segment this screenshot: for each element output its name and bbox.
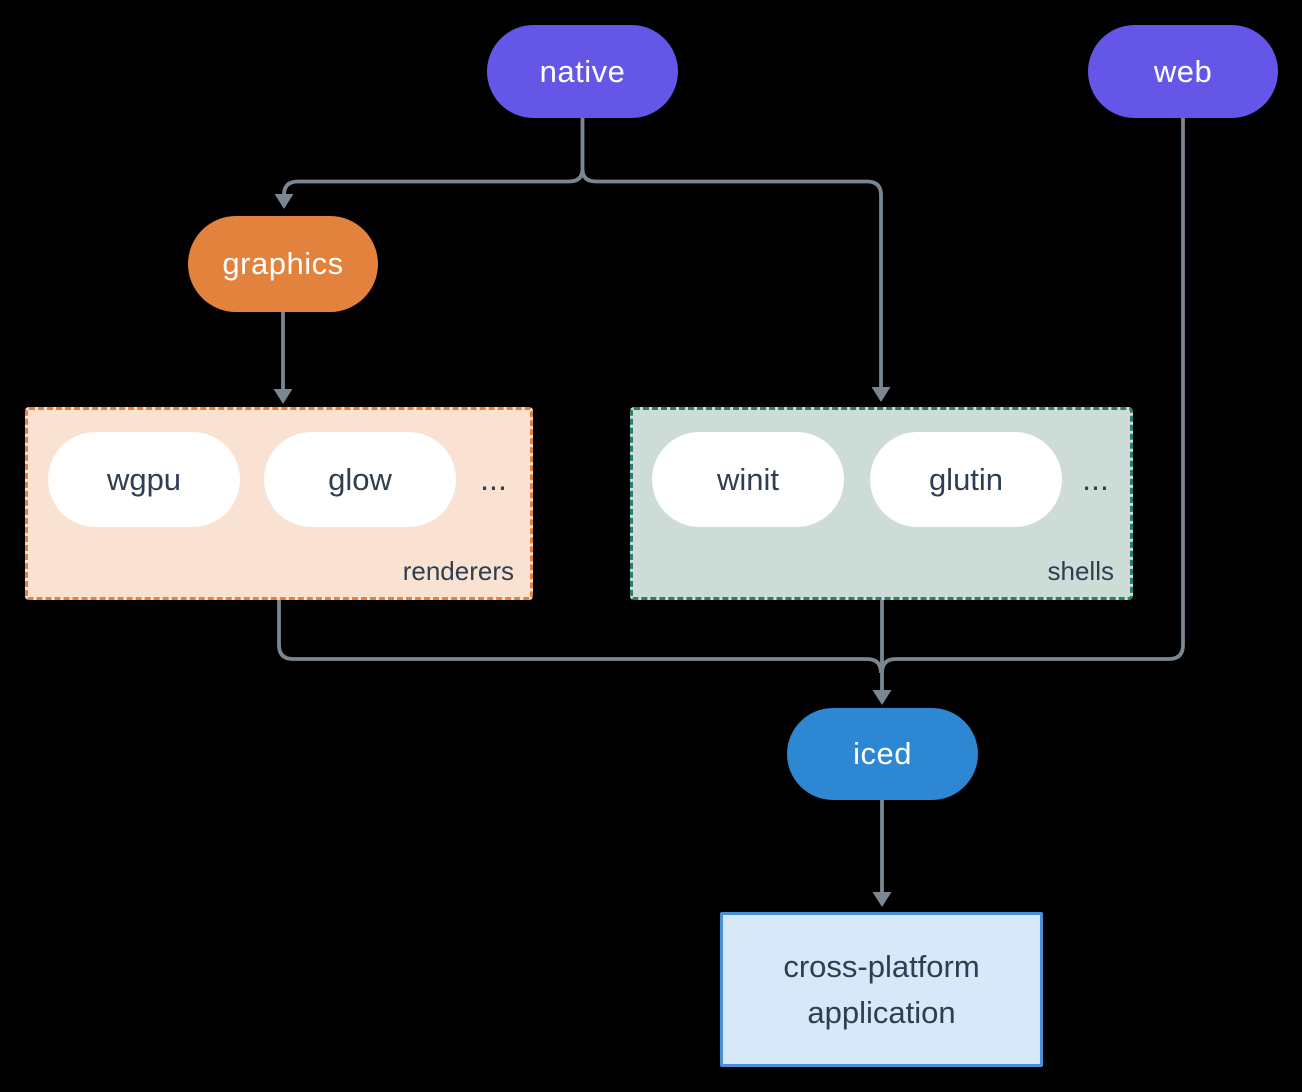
node-graphics: graphics bbox=[188, 216, 378, 312]
node-web: web bbox=[1088, 25, 1278, 118]
shells-group-label: shells bbox=[1047, 556, 1114, 586]
node-cross-platform-application: cross-platform application bbox=[720, 912, 1043, 1067]
renderers-group-label: renderers bbox=[402, 556, 514, 586]
arrowhead-to-shells bbox=[871, 387, 891, 402]
application-label-line1: cross-platform bbox=[783, 948, 980, 984]
arrowhead-to-application bbox=[872, 892, 892, 907]
arrowhead-to-graphics bbox=[274, 194, 294, 209]
renderers-ellipsis: ... bbox=[480, 461, 507, 497]
node-native: native bbox=[487, 25, 678, 118]
group-shells: winit glutin ... shells bbox=[630, 407, 1133, 600]
node-glutin: glutin bbox=[870, 432, 1062, 527]
edge-fork-left-to-graphics bbox=[282, 168, 585, 197]
group-renderers: wgpu glow ... renderers bbox=[25, 407, 533, 600]
shells-ellipsis: ... bbox=[1082, 461, 1109, 497]
edge-renderers-to-merge bbox=[277, 600, 883, 674]
node-glow: glow bbox=[264, 432, 456, 527]
application-label-line2: application bbox=[807, 994, 956, 1030]
node-iced: iced bbox=[787, 708, 978, 800]
arrowhead-to-iced bbox=[872, 690, 892, 705]
edge-fork-right-to-shells bbox=[580, 168, 883, 388]
arrowhead-to-renderers bbox=[273, 389, 293, 404]
node-wgpu: wgpu bbox=[48, 432, 240, 527]
node-winit: winit bbox=[652, 432, 844, 527]
